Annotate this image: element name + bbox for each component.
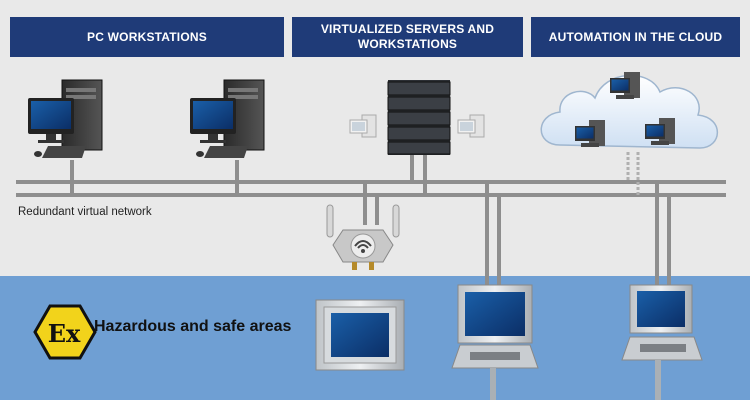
server-rack-icon: [387, 80, 451, 155]
operator-console-icon: [621, 284, 703, 400]
header-pc-workstations: PC WORKSTATIONS: [10, 17, 284, 57]
ex-hazard-icon: Ex: [33, 304, 97, 360]
pc-workstation-icon: [27, 79, 103, 159]
operator-console-icon: [451, 284, 539, 400]
thin-client-icon: [349, 114, 377, 138]
hazard-area-label: Hazardous and safe areas: [94, 318, 292, 335]
thin-client-icon: [457, 114, 485, 138]
cloud-icon: [540, 72, 718, 149]
cloud-link: [626, 152, 640, 195]
ex-symbol-text: Ex: [48, 319, 81, 348]
network-label: Redundant virtual network: [18, 206, 152, 218]
redundant-network-lines: [16, 155, 726, 290]
pc-workstation-icon: [189, 79, 265, 159]
panel-pc-icon: [315, 299, 405, 371]
wireless-access-point-icon: [326, 204, 400, 270]
header-automation-cloud: AUTOMATION IN THE CLOUD: [531, 17, 740, 57]
header-virtualized-servers: VIRTUALIZED SERVERS AND WORKSTATIONS: [292, 17, 523, 57]
